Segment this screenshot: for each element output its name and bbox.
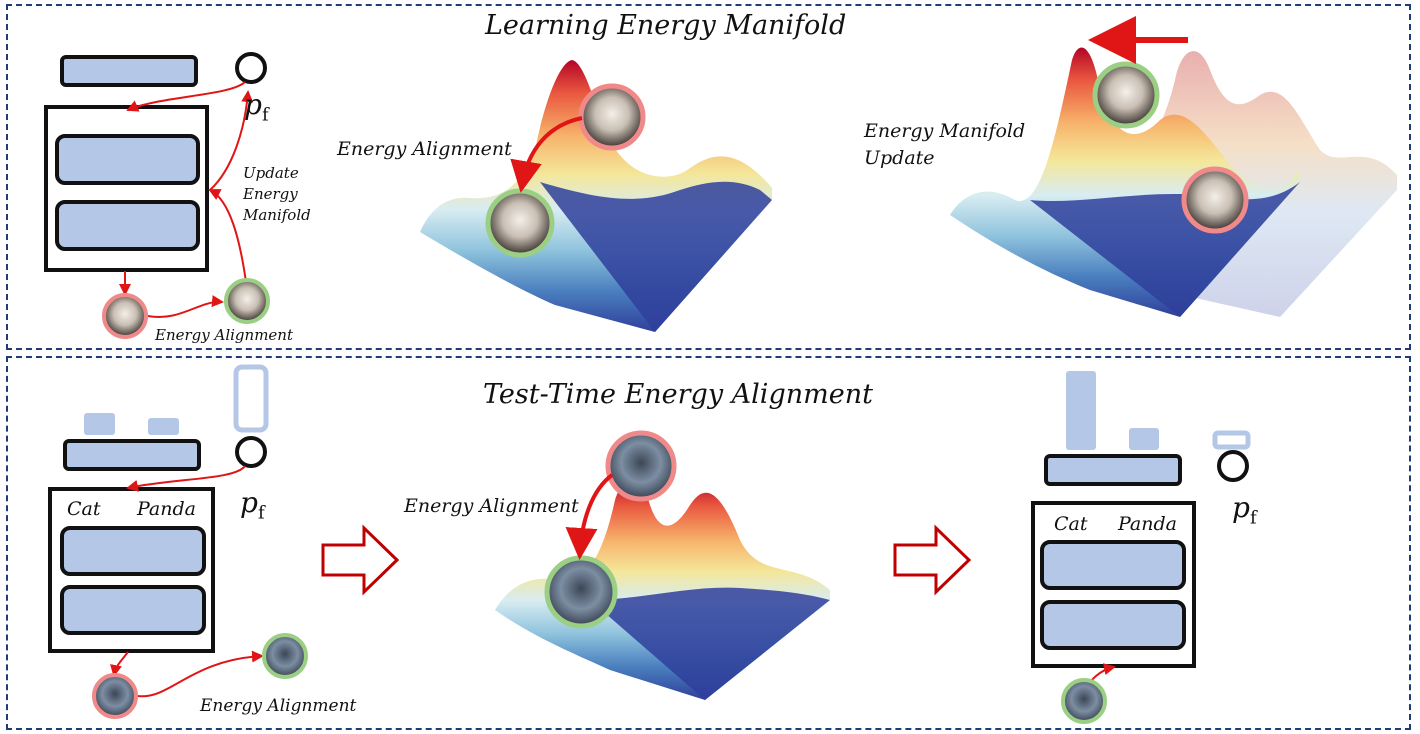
kitten-image-green-valley — [544, 555, 618, 629]
kitten-image-green-small — [262, 633, 308, 679]
alignment-arrow-mid — [510, 116, 583, 193]
update-arrow — [208, 189, 247, 283]
update-label-1: Update — [243, 164, 299, 182]
bottom-panel-title: Test-Time Energy Alignment — [483, 379, 873, 410]
pf-node-right — [1217, 450, 1249, 482]
class-label-cat: Cat — [67, 498, 101, 520]
bottom-model-schematic-right — [1031, 371, 1251, 724]
pf-to-model-arrow — [126, 81, 246, 112]
class-label-panda: Panda — [137, 498, 196, 520]
pf-node — [235, 52, 267, 84]
update-label-2: Energy — [243, 185, 298, 203]
alignment-arrow-bottom-mid — [565, 473, 614, 560]
pred-bar-panda-right — [1129, 428, 1159, 450]
cat-image-green-small — [224, 278, 270, 324]
bottom-model-schematic — [48, 364, 308, 719]
model-to-sample-arrow-bottom — [110, 651, 129, 677]
flow-arrow-1 — [321, 524, 400, 596]
pred-bar-cat — [84, 413, 115, 435]
update-arrow-up — [209, 90, 254, 191]
pf-label-right: pf — [1232, 491, 1257, 529]
model-block-right-1 — [1040, 540, 1186, 590]
cat-image-red-right — [1181, 166, 1249, 234]
pf-label-top: pf — [244, 88, 269, 126]
kitten-image-green-right — [1061, 678, 1107, 724]
flow-arrow-2 — [893, 524, 972, 596]
pred-bar-cat-right — [1066, 371, 1096, 450]
pf-bar-outline-right — [1212, 430, 1251, 450]
cat-image-red-small — [102, 293, 148, 339]
alignment-label-bottom-small: Energy Alignment — [200, 696, 357, 716]
pred-bar-panda — [148, 418, 179, 435]
alignment-label-top-small: Energy Alignment — [155, 326, 293, 344]
class-label-panda-right: Panda — [1118, 513, 1177, 535]
model-block-bottom-1 — [60, 526, 206, 576]
feature-bar-bottom — [63, 439, 201, 471]
update-label-3: Manifold — [243, 206, 311, 224]
feature-bar — [60, 55, 198, 87]
model-block-2 — [55, 200, 200, 251]
bottom-panel — [6, 356, 1411, 730]
top-panel-title: Learning Energy Manifold — [485, 10, 847, 41]
pf-to-model-arrow-bottom — [126, 465, 246, 492]
model-block-bottom-2 — [60, 585, 206, 635]
bottom-energy-surface — [495, 430, 830, 700]
top-energy-surface — [420, 60, 772, 332]
kitten-image-red-small — [92, 673, 138, 719]
small-alignment-arrow-bottom — [137, 650, 264, 698]
cat-image-green-valley — [485, 188, 555, 258]
model-block-right-2 — [1040, 600, 1186, 650]
alignment-label-top-mid: Energy Alignment — [337, 138, 512, 160]
model-block-1 — [55, 134, 200, 185]
pf-node-bottom — [235, 436, 267, 468]
cat-image-green-peak — [1092, 61, 1160, 129]
manifold-update-label-2: Update — [864, 147, 935, 169]
kitten-image-red-peak — [605, 430, 677, 502]
feature-bar-right — [1044, 454, 1182, 486]
top-panel — [6, 4, 1411, 350]
class-label-cat-right: Cat — [1054, 513, 1088, 535]
pf-label-bottom: pf — [240, 486, 265, 524]
small-alignment-arrow — [147, 295, 224, 319]
cat-image-red-peak — [578, 83, 646, 151]
pf-bar-outline — [233, 364, 269, 433]
top-updated-surface — [950, 16, 1397, 318]
manifold-update-label-1: Energy Manifold — [864, 120, 1026, 142]
alignment-label-bottom-mid: Energy Alignment — [404, 495, 579, 517]
top-model-schematic — [44, 52, 270, 339]
